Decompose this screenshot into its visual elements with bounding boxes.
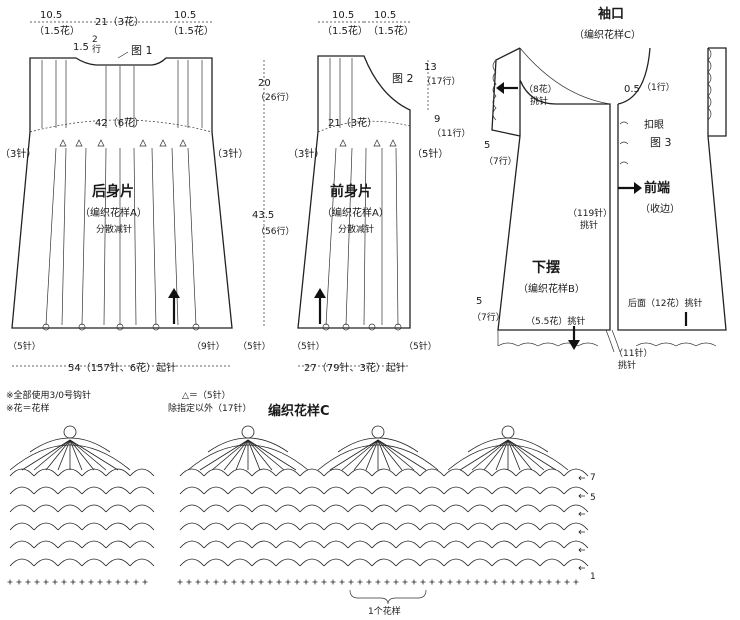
note-flower-def: ※花＝花样 xyxy=(6,402,50,414)
back-panel-name: 后身片 xyxy=(92,183,134,200)
front-armhole-depth: 9 xyxy=(434,114,440,125)
figure-3-assembled: 袖口 （编织花样C） （8花） 挑针 0.5 （1行） 扣眼 图 3 5 （7行… xyxy=(472,6,727,371)
back-bottom-dimension: 54（157针、6花）起针 xyxy=(68,361,176,374)
hem-front-pickup: （5.5花）挑针 xyxy=(526,315,585,327)
chart-c-title: 编织花样C xyxy=(268,403,330,419)
front-shoulder-width-sub: （1.5花） xyxy=(322,24,368,37)
back-total-height: 43.5 xyxy=(252,210,274,221)
figure-1-label: 图 1 xyxy=(131,44,153,57)
hem-corner-pickup: 挑针 xyxy=(618,359,636,371)
back-body-panel: 42（6花） （3针） （3针） 后身片 （编织花样A） 分散减针 （5针） （… xyxy=(0,57,271,374)
back-upper-height: 20 xyxy=(258,78,271,89)
note-hook-size: ※全部使用3/0号钩针 xyxy=(6,389,91,401)
front-neck-depth: 13 xyxy=(424,62,437,73)
back-neck-rows-unit: 行 xyxy=(92,43,101,55)
front-dec-right: （5针） xyxy=(412,147,448,160)
front-hem-stitches-right: （5针） xyxy=(404,340,437,352)
chart-repeat-label: 1个花样 xyxy=(368,605,401,617)
front-neck-depth-rows: （17行） xyxy=(422,75,460,87)
hem-depth-rows: （7行） xyxy=(472,311,505,323)
front-body-panel: 21（3花） （3针） （5针） 前身片 （编织花样A） 分散减针 （5针） （… xyxy=(288,55,448,374)
chart-c-stitches xyxy=(7,425,589,585)
front-panel-name: 前身片 xyxy=(330,183,372,200)
chart-row-5: 5 xyxy=(590,493,596,503)
front-edge-rows: （1行） xyxy=(642,81,675,93)
back-shoulder-left-width-sub: （1.5花） xyxy=(34,24,80,37)
front-top-dimensions: 10.5 （1.5花） 10.5 （1.5花） 13 （17行） 9 （11行）… xyxy=(318,10,470,139)
back-total-height-rows: （56行） xyxy=(256,225,294,237)
back-hem-stitches-left: （5针） xyxy=(8,340,41,352)
back-shoulder-right-width-sub: （1.5花） xyxy=(168,24,214,37)
sleeve-title: 袖口 xyxy=(598,6,624,22)
hem-label: 下摆 xyxy=(532,259,560,276)
back-height-dimensions: 20 （26行） 43.5 （56行） xyxy=(252,60,294,328)
back-hem-stitches-9: （9针） xyxy=(192,340,225,352)
front-bottom-dimension: 27（79针、3花）起针 xyxy=(304,361,406,374)
back-neck-gap: 1.5 xyxy=(73,42,89,53)
front-neck-width-sub: （1.5花） xyxy=(368,24,414,37)
front-waist-width: 21（3花） xyxy=(328,116,377,129)
figure-3-label: 图 3 xyxy=(650,136,672,149)
back-upper-height-rows: （26行） xyxy=(256,91,294,103)
back-shoulder-left-width: 10.5 xyxy=(40,10,62,21)
front-edge-sub: （收边） xyxy=(640,202,680,215)
back-dec-note: 分散减针 xyxy=(96,223,132,235)
hem-back-pickup: 后面（12花）挑针 xyxy=(628,297,702,309)
front-edge-stitches: （119针） xyxy=(568,207,612,219)
note-triangle-sub: 除指定以外（17针） xyxy=(168,402,251,414)
sleeve-cuff-depth: 5 xyxy=(484,140,490,151)
front-edge-label: 前端 xyxy=(644,180,670,196)
hem-pattern: （编织花样B） xyxy=(518,282,585,295)
back-waist-width: 42（6花） xyxy=(95,116,144,129)
front-dec-left: （3针） xyxy=(288,147,324,160)
crochet-chart-c: 编织花样C 7 5 1 1个花样 xyxy=(7,403,596,617)
back-shoulder-right-width: 10.5 xyxy=(174,10,196,21)
back-hem-stitches-right: （5针） xyxy=(238,340,271,352)
back-neck-width: 21（3花） xyxy=(95,15,144,28)
sleeve-pickup: 挑针 xyxy=(530,95,548,107)
sleeve-cuff-rows: （7行） xyxy=(484,155,517,167)
front-shoulder-width: 10.5 xyxy=(332,10,354,21)
front-edge-pickup: 挑针 xyxy=(580,219,598,231)
front-panel-pattern: （编织花样A） xyxy=(322,206,389,219)
chart-row-1: 1 xyxy=(590,572,596,582)
front-neck-width: 10.5 xyxy=(374,10,396,21)
back-top-dimensions: 10.5 （1.5花） 21（3花） 10.5 （1.5花） 1.5 2 行 图… xyxy=(30,10,214,59)
back-panel-pattern: （编织花样A） xyxy=(80,206,147,219)
buttonhole-label: 扣眼 xyxy=(644,118,664,131)
hem-depth: 5 xyxy=(476,296,482,307)
note-triangle: △＝（5针） xyxy=(182,389,231,401)
front-edge-width: 0.5 xyxy=(624,84,640,95)
back-neck-rows-num: 2 xyxy=(92,35,98,45)
figure-2-label: 图 2 xyxy=(392,72,414,85)
notes: ※全部使用3/0号钩针 ※花＝花样 △＝（5针） 除指定以外（17针） xyxy=(6,389,251,414)
chart-row-7: 7 xyxy=(590,473,596,483)
hem-corner-stitches: （11针） xyxy=(614,347,652,359)
front-armhole-depth-rows: （11行） xyxy=(432,127,470,139)
back-dec-left: （3针） xyxy=(0,147,36,160)
front-hem-stitches-left: （5针） xyxy=(292,340,325,352)
front-dec-note: 分散减针 xyxy=(338,223,374,235)
sleeve-pattern: （编织花样C） xyxy=(574,28,641,41)
back-dec-right: （3针） xyxy=(212,147,248,160)
sleeve-flowers: （8花） xyxy=(524,83,557,95)
